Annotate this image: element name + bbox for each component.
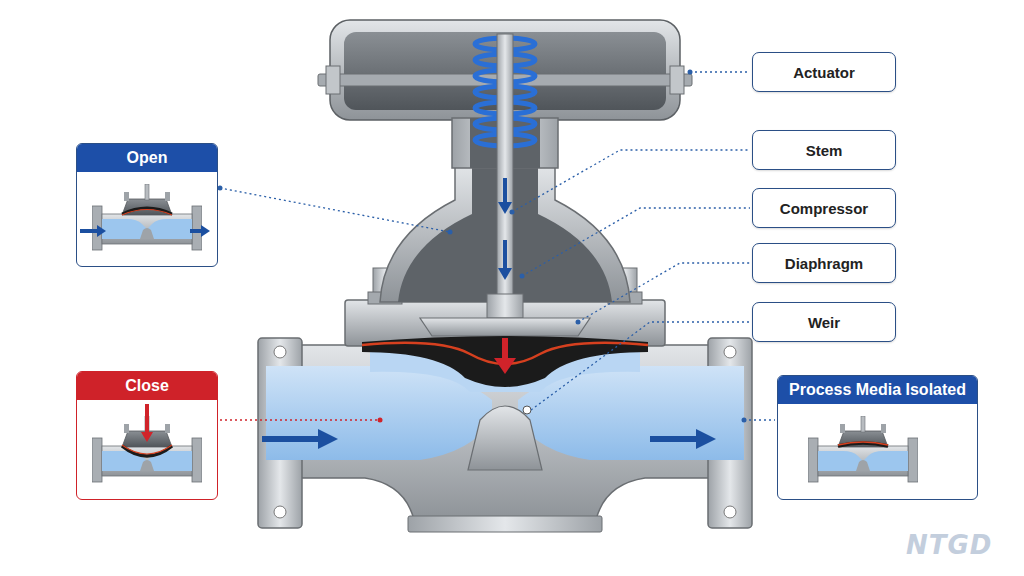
valve-body [274, 506, 286, 518]
bonnet [345, 165, 665, 346]
close-mini-valve [92, 404, 202, 482]
open-mini-valve [97, 225, 106, 237]
compressor [487, 294, 523, 318]
open-mini-valve [80, 229, 98, 233]
leader-line [220, 419, 380, 420]
leader-line [578, 263, 750, 322]
stem [503, 178, 507, 204]
weir [468, 406, 542, 470]
state-panel: Close [76, 371, 218, 500]
close-mini-valve [122, 446, 172, 456]
open-mini-valve [80, 184, 210, 250]
flow-arrow [650, 436, 698, 442]
valve-body [724, 346, 736, 358]
stem [497, 34, 513, 300]
actuator-housing [670, 66, 684, 94]
leader-line [512, 150, 750, 212]
leader-dot [742, 418, 747, 423]
valve-body [408, 516, 602, 532]
isolated-mini-valve [838, 443, 888, 446]
state-panel: Process Media Isolated [777, 375, 978, 500]
leader-dot [688, 70, 693, 75]
open-mini-valve [122, 208, 172, 214]
part-label-box: Weir [752, 302, 896, 342]
leader-dot [378, 418, 383, 423]
actuator-housing [326, 66, 340, 94]
valve-body [274, 346, 286, 358]
leader-line [220, 188, 450, 232]
diaphragm [362, 336, 648, 387]
part-label-box: Stem [752, 130, 896, 170]
flow-arrow [262, 429, 716, 449]
part-label-box: Actuator [752, 52, 896, 92]
panel-header: Close [77, 372, 217, 400]
compressor [420, 294, 590, 336]
leader-line [522, 208, 750, 276]
panel-title: Open [127, 149, 168, 167]
open-mini-valve [201, 225, 210, 237]
close-mini-valve [145, 404, 149, 434]
close-arrow [502, 338, 508, 360]
stem [498, 268, 512, 280]
close-mini-valve [122, 445, 172, 454]
flow-arrow [262, 436, 320, 442]
leader-dot [510, 210, 515, 215]
part-label-box: Diaphragm [752, 243, 896, 283]
valve-body [724, 506, 736, 518]
leader-dot [218, 70, 747, 423]
leader-dot [218, 186, 223, 191]
watermark: NTGD [906, 530, 992, 560]
valve-body [258, 338, 752, 532]
weir [468, 406, 542, 470]
open-mini-valve [190, 229, 202, 233]
weir [523, 406, 531, 414]
part-name: Weir [808, 314, 840, 331]
stem [503, 240, 507, 270]
diaphragm [362, 336, 648, 387]
leader-line [531, 322, 750, 410]
compressor [420, 318, 590, 336]
close-arrow [494, 338, 516, 374]
part-label-box: Compressor [752, 188, 896, 228]
stem [497, 34, 513, 300]
flow-arrow [318, 429, 338, 449]
state-panel: Open [76, 143, 218, 267]
isolated-mini-valve [838, 442, 888, 445]
leader-line [220, 72, 775, 420]
leader-line [744, 419, 775, 420]
panel-header: Process Media Isolated [778, 376, 977, 404]
part-name: Diaphragm [785, 255, 863, 272]
close-arrow [494, 358, 516, 374]
part-name: Actuator [793, 64, 855, 81]
leader-dot [448, 230, 453, 235]
panel-title: Close [125, 377, 169, 395]
panel-header: Open [77, 144, 217, 172]
isolated-mini-valve [808, 416, 918, 482]
leader-line [220, 419, 380, 420]
open-mini-valve [122, 210, 172, 216]
part-name: Stem [806, 142, 843, 159]
leader-dot [576, 320, 581, 325]
open-mini-valve [92, 184, 202, 250]
leader-dot [520, 274, 525, 279]
panel-title: Process Media Isolated [789, 381, 966, 399]
close-mini-valve [141, 432, 153, 442]
isolated-mini-valve [808, 416, 918, 482]
part-name: Compressor [780, 200, 868, 217]
flow-arrow [696, 429, 716, 449]
leader-line [690, 71, 750, 72]
